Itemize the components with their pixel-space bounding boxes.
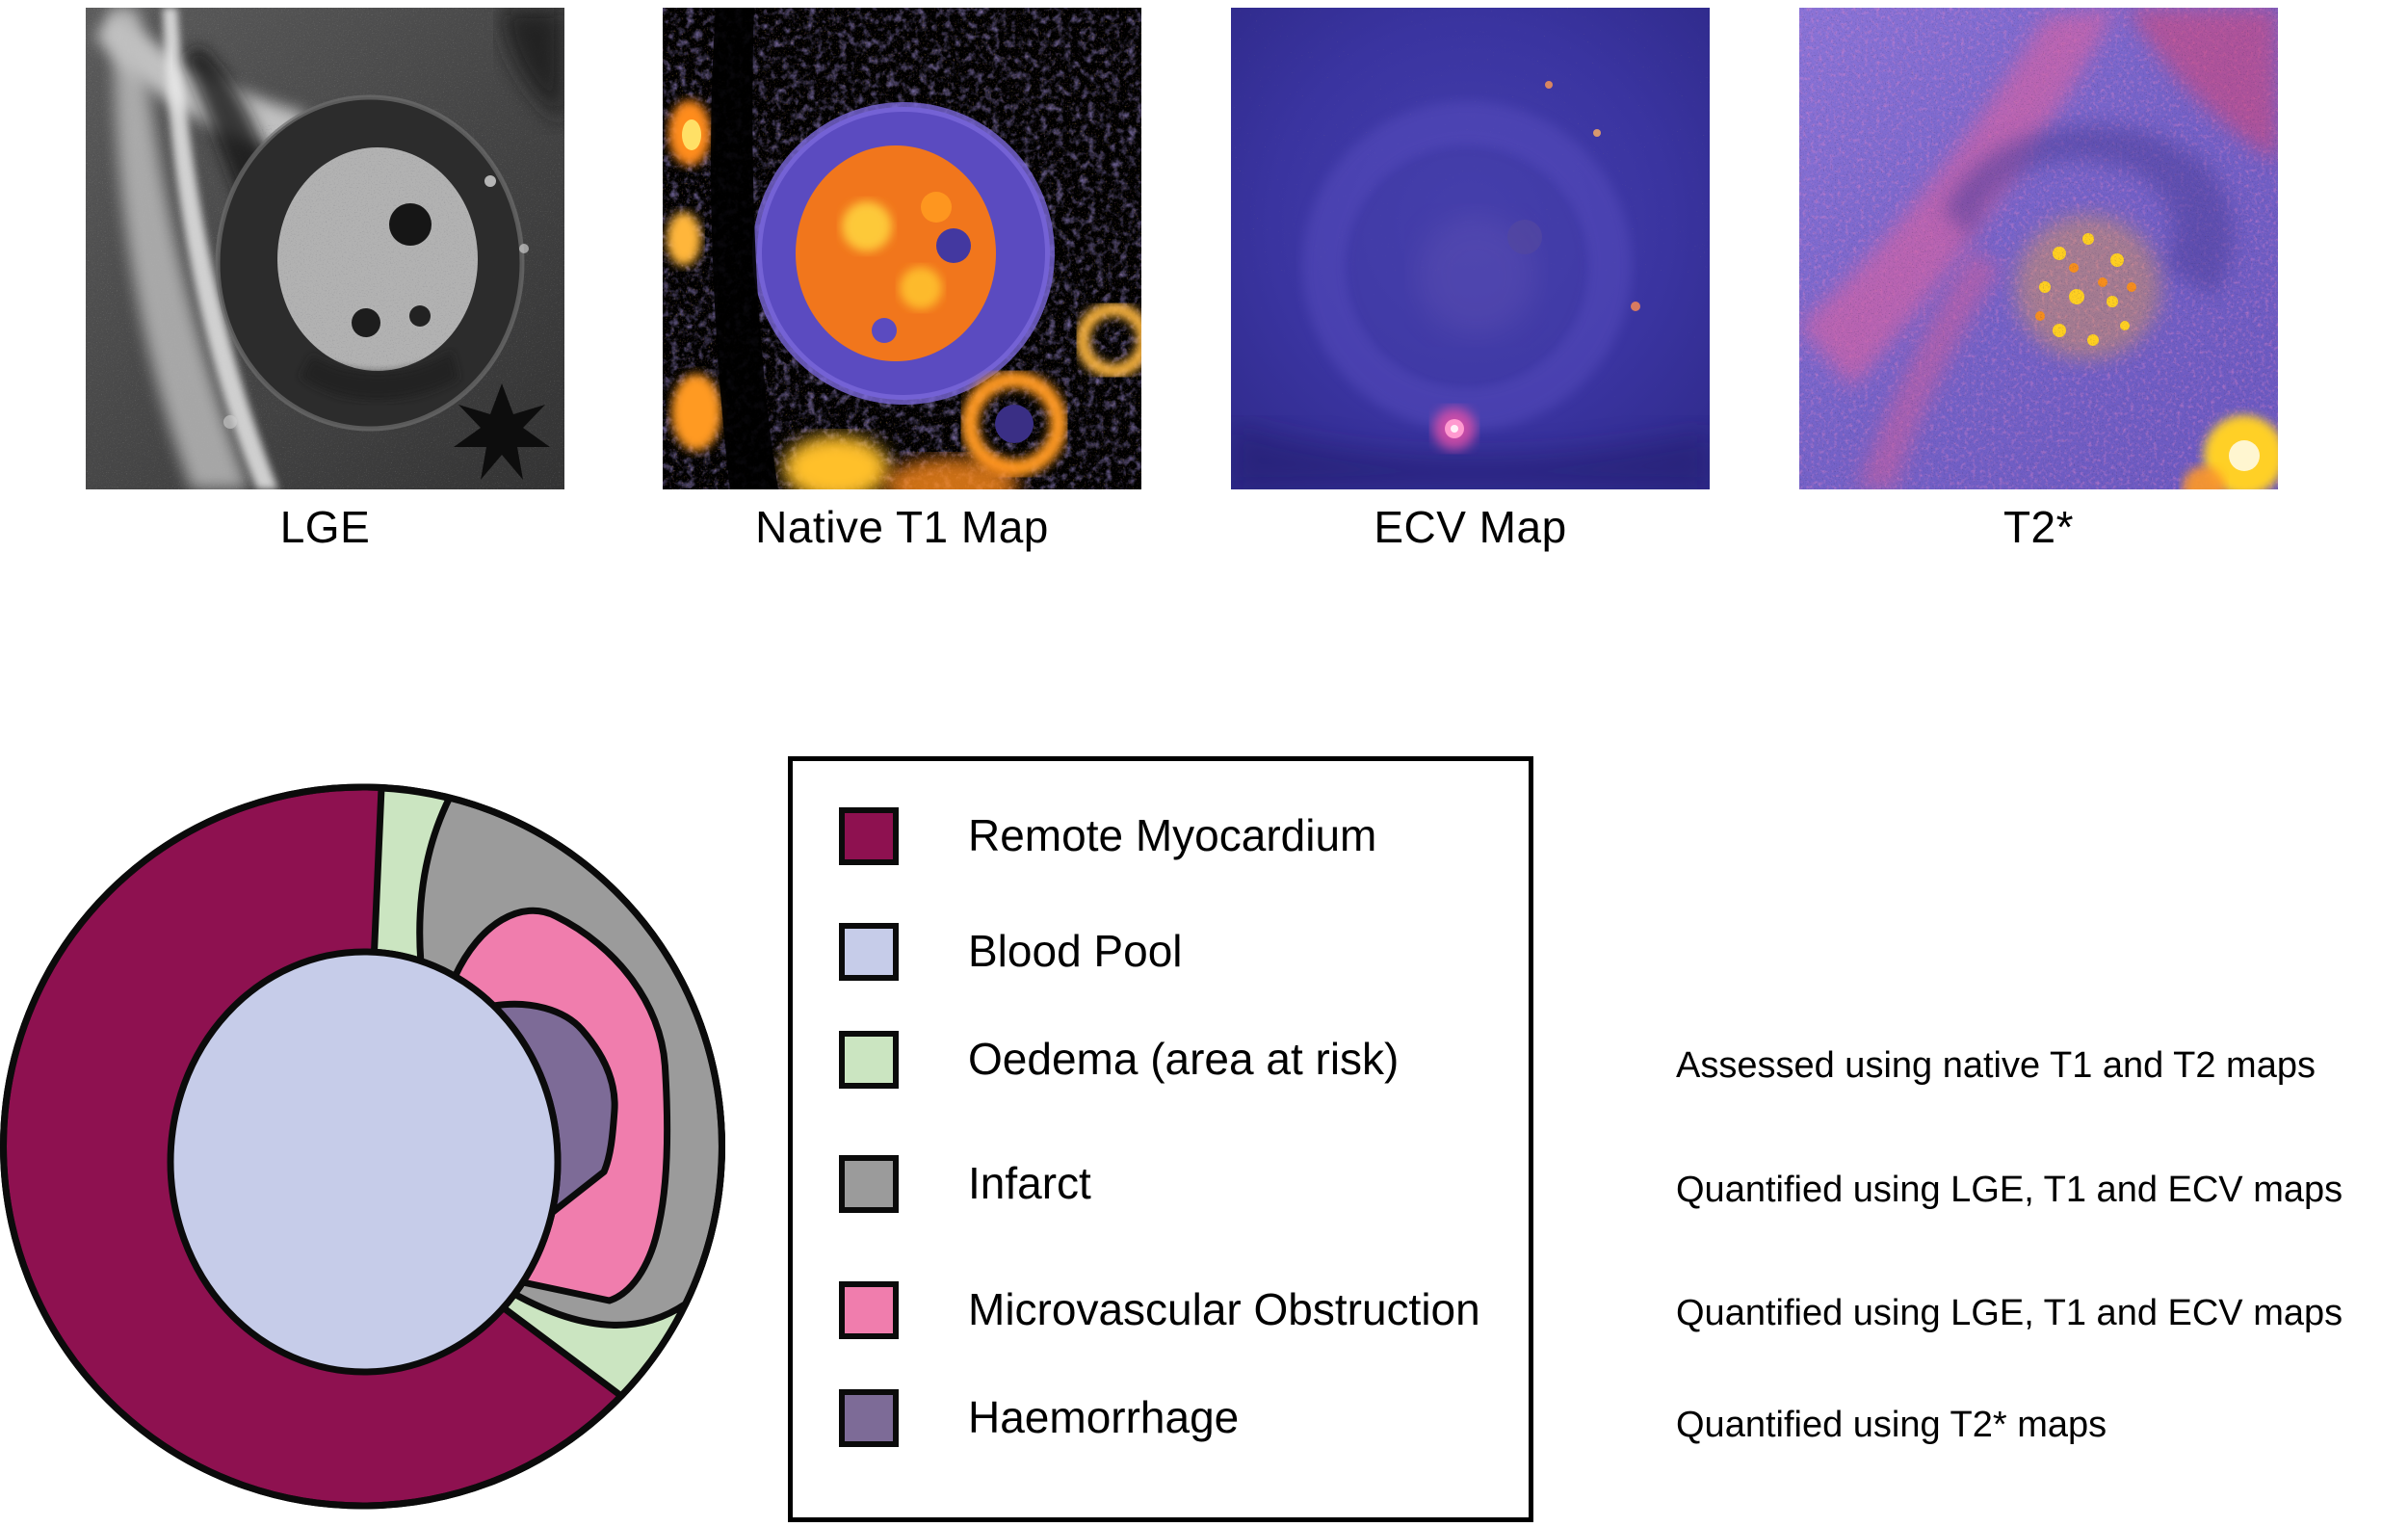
- legend-label: Microvascular Obstruction: [968, 1283, 1480, 1334]
- legend-label: Remote Myocardium: [968, 809, 1377, 860]
- caption-lge: LGE: [279, 502, 371, 552]
- blood-pool-swatch: [839, 923, 899, 981]
- panel-ecv: [1231, 8, 1710, 489]
- legend-label: Infarct: [968, 1157, 1091, 1208]
- annotation-haemorrhage: Quantified using T2* maps: [1676, 1405, 2107, 1445]
- legend-row-infarct: Infarct: [793, 1155, 1529, 1213]
- caption-ecv: ECV Map: [1374, 502, 1567, 552]
- legend-row-oedema: Oedema (area at risk): [793, 1031, 1529, 1089]
- myocardium-schematic: [0, 783, 725, 1510]
- annotation-infarct: Quantified using LGE, T1 and ECV maps: [1676, 1170, 2343, 1210]
- infarct-swatch: [839, 1155, 899, 1213]
- legend-label: Blood Pool: [968, 925, 1183, 976]
- t2star-image: [1799, 8, 2278, 489]
- region-blood-pool: [167, 948, 562, 1376]
- panel-t2star: [1799, 8, 2278, 489]
- panel-native-t1: [663, 8, 1141, 489]
- ecv-image: [1231, 8, 1710, 489]
- legend-row-haemorrhage: Haemorrhage: [793, 1389, 1529, 1447]
- native-t1-image: [663, 8, 1141, 489]
- haemorrhage-swatch: [839, 1389, 899, 1447]
- legend-label: Oedema (area at risk): [968, 1033, 1400, 1084]
- legend-row-remote-myocardium: Remote Myocardium: [793, 807, 1529, 865]
- legend-row-microvascular-obstruction: Microvascular Obstruction: [793, 1281, 1529, 1339]
- caption-t2star: T2*: [2002, 502, 2075, 552]
- oedema-swatch: [839, 1031, 899, 1089]
- legend-label: Haemorrhage: [968, 1391, 1240, 1442]
- microvascular-obstruction-swatch: [839, 1281, 899, 1339]
- legend-box: Remote Myocardium Blood Pool Oedema (are…: [788, 756, 1533, 1522]
- legend-row-blood-pool: Blood Pool: [793, 923, 1529, 981]
- annotation-oedema: Assessed using native T1 and T2 maps: [1676, 1045, 2316, 1086]
- annotation-mvo: Quantified using LGE, T1 and ECV maps: [1676, 1293, 2343, 1333]
- outer-rim: [0, 783, 725, 1510]
- caption-native-t1: Native T1 Map: [755, 502, 1049, 552]
- remote-myocardium-swatch: [839, 807, 899, 865]
- panel-lge: [86, 8, 564, 489]
- lge-image: [86, 8, 564, 489]
